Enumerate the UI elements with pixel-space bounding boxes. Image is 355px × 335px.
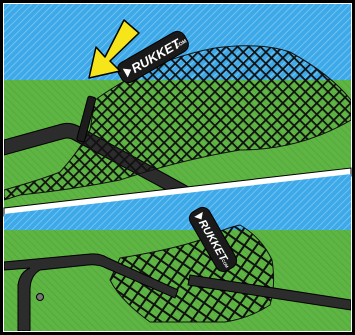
frame-rivet bbox=[37, 294, 44, 301]
